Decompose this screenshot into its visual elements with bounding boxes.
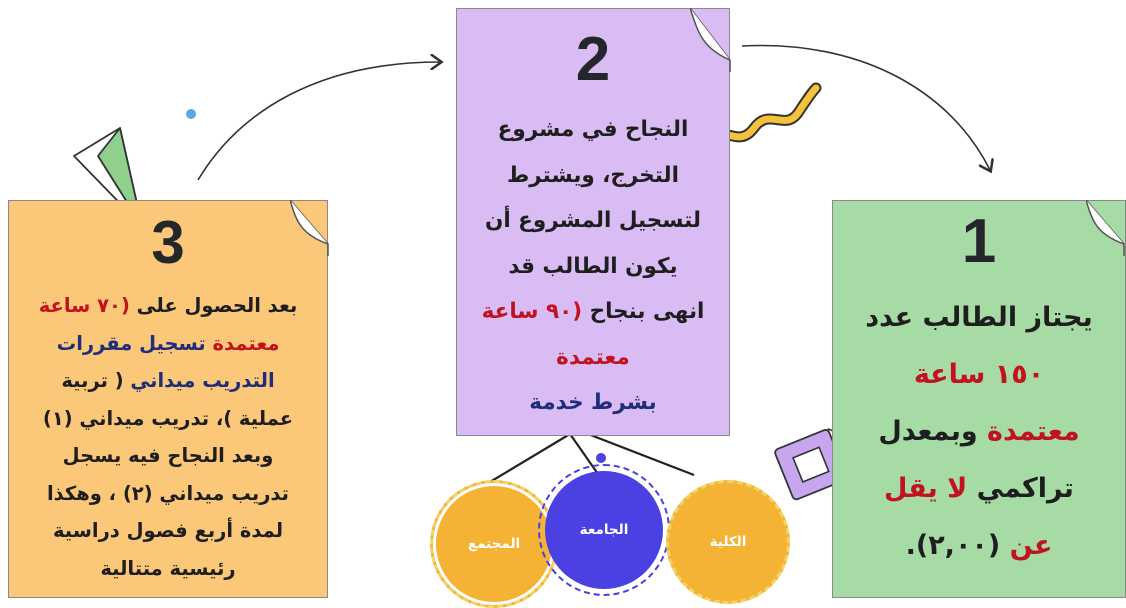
text-segment: النجاح في مشروع: [497, 117, 689, 142]
step1-page-fold: [1086, 200, 1125, 256]
text-segment: (٩٠ ساعة: [481, 299, 583, 324]
text-line: وبعد النجاح فيه يسجل: [19, 437, 317, 475]
text-segment: ( تربية: [61, 369, 124, 392]
text-line: تراكمي لا يقل: [843, 460, 1115, 517]
step2-number: 2: [575, 25, 611, 94]
service-college-circle: الكلية: [666, 480, 790, 604]
text-segment: بشرط خدمة: [529, 390, 657, 415]
text-segment: وبعد النجاح فيه يسجل: [62, 444, 274, 467]
text-segment: لا يقل: [884, 473, 968, 504]
text-line: معتمدة تسجيل مقررات: [19, 325, 317, 363]
text-line: ١٥٠ ساعة: [843, 346, 1115, 403]
arrow-step2-to-step1: [741, 44, 990, 170]
connector-community: [489, 433, 571, 483]
text-segment: (٢,٠٠).: [905, 530, 1001, 561]
text-segment: يكون الطالب قد: [508, 253, 678, 279]
arrow-step3-to-step2: [197, 62, 440, 181]
text-line: التدريب ميداني ( تربية: [19, 362, 317, 400]
text-segment: معتمدة: [977, 416, 1080, 447]
text-segment: بعد الحصول على: [129, 294, 298, 317]
text-segment: معتمدة: [205, 331, 280, 355]
text-segment: وبمعدل: [878, 416, 978, 447]
text-line: يكون الطالب قد: [467, 244, 719, 290]
step2-page-fold: [690, 8, 731, 72]
accent-dot-light: [186, 109, 196, 119]
text-segment: لتسجيل المشروع أن: [484, 208, 702, 233]
text-segment: تسجيل مقررات: [56, 331, 206, 355]
text-segment: انهى بنجاح: [582, 299, 705, 324]
service-college-label: الكلية: [709, 534, 747, 550]
text-segment: لمدة أربع فصول دراسية: [52, 519, 284, 542]
text-segment: رئيسية متتالية: [100, 556, 236, 580]
text-line: معتمدة وبمعدل: [843, 403, 1115, 460]
text-line: التخرج، ويشترط: [467, 153, 719, 199]
step2-text: النجاح في مشروع التخرج، ويشترط لتسجيل المش…: [467, 107, 719, 426]
text-segment: التدريب ميداني: [123, 369, 275, 392]
text-line: يجتاز الطالب عدد: [843, 289, 1115, 346]
text-segment: تراكمي: [967, 473, 1074, 504]
text-segment: عن: [1000, 530, 1053, 561]
text-line: النجاح في مشروع: [467, 107, 719, 153]
text-line: تدريب ميداني (٢) ، وهكذا: [19, 475, 317, 513]
text-line: عن (٢,٠٠).: [843, 517, 1115, 574]
connector-college: [587, 432, 695, 477]
text-segment: (٧٠ ساعة: [38, 294, 130, 317]
connector-university: [569, 433, 599, 475]
text-line: انهى بنجاح (٩٠ ساعة: [467, 289, 719, 335]
text-segment: عملية )، تدريب ميداني (١): [42, 406, 294, 430]
step1-number: 1: [961, 207, 997, 276]
text-line: لمدة أربع فصول دراسية: [19, 512, 317, 550]
step3-page-fold: [290, 200, 329, 256]
step2-card: 2 النجاح في مشروع التخرج، ويشترط لتسجيل ال…: [456, 8, 730, 436]
text-segment: يجتاز الطالب عدد: [865, 302, 1093, 333]
text-segment: معتمدة: [556, 344, 630, 370]
text-line: بعد الحصول على (٧٠ ساعة: [19, 287, 317, 325]
text-line: عملية )، تدريب ميداني (١): [19, 400, 317, 438]
text-line: بشرط خدمة: [467, 380, 719, 426]
text-line: رئيسية متتالية: [19, 550, 317, 588]
service-university-circle: الجامعة: [538, 464, 670, 596]
text-line: معتمدة: [467, 335, 719, 381]
service-community-label: المجتمع: [467, 536, 521, 552]
text-segment: تدريب ميداني (٢) ، وهكذا: [46, 481, 290, 505]
text-segment: ١٥٠ ساعة: [913, 359, 1045, 390]
service-university-label: الجامعة: [579, 522, 629, 538]
step3-number: 3: [151, 209, 185, 276]
accent-dot-blue: [596, 453, 606, 463]
text-segment: التخرج، ويشترط: [506, 162, 680, 188]
service-community-circle: المجتمع: [430, 480, 558, 608]
text-line: لتسجيل المشروع أن: [467, 198, 719, 244]
